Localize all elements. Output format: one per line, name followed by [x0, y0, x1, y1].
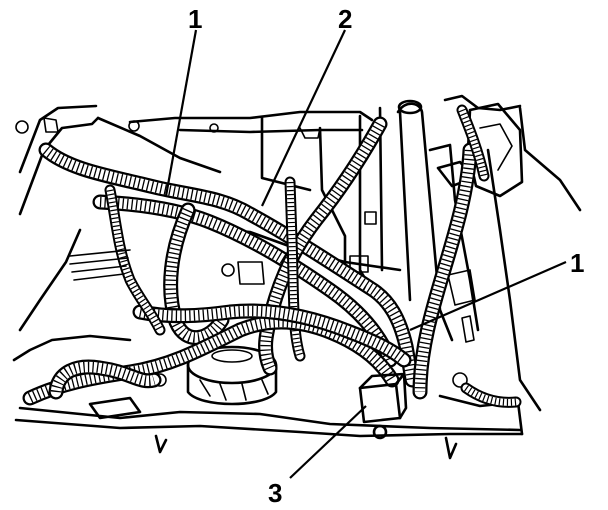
connector-block — [358, 372, 408, 440]
callout-3: 3 — [268, 478, 282, 508]
wiring-harness — [22, 104, 522, 408]
callout-1-top: 1 — [188, 4, 202, 34]
callout-leaders — [164, 29, 567, 479]
callout-1-right: 1 — [570, 248, 584, 278]
callout-2: 2 — [338, 4, 352, 34]
